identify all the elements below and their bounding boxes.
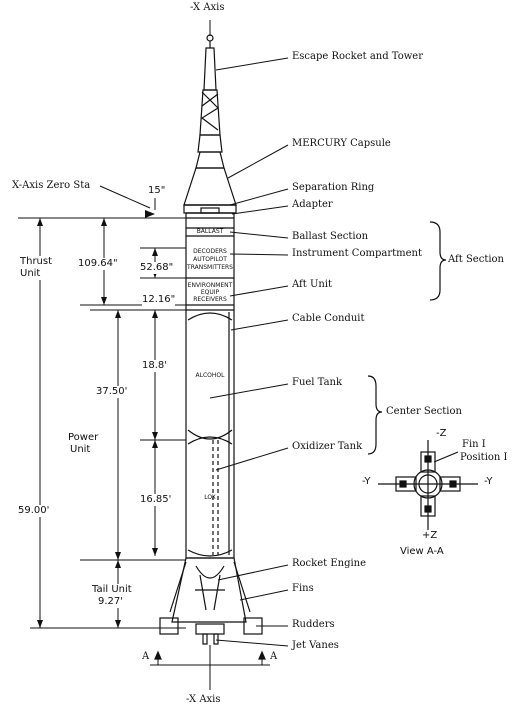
aft-unit-label: Aft Unit (292, 279, 333, 290)
dimension-lines (18, 185, 186, 629)
tail-section (159, 557, 263, 645)
section-a-left: A (142, 651, 150, 662)
power-unit-label-2: Unit (70, 444, 91, 456)
dim-59: 59.00' (18, 505, 50, 517)
dim-109: 109.64" (78, 258, 118, 270)
jet-vanes-label: Jet Vanes (292, 640, 339, 651)
tail-unit-label-1: Tail Unit (92, 584, 132, 596)
body-env-1: ENVIRONMENT (187, 282, 233, 289)
fins-label: Fins (292, 583, 314, 594)
center-section-label: Center Section (386, 406, 462, 417)
callout-leaders (209, 57, 289, 647)
capsule-label: MERCURY Capsule (292, 138, 391, 149)
power-unit-label-1: Power (68, 432, 99, 444)
escape-tower-label: Escape Rocket and Tower (292, 51, 423, 62)
view-neg-y-left: -Y (362, 476, 371, 487)
body-alcohol: ALCOHOL (195, 372, 225, 379)
body-ballast: BALLAST (196, 228, 224, 235)
adapter-label: Adapter (292, 199, 333, 210)
view-title: View A-A (400, 546, 444, 557)
body-lox: LOX (204, 494, 216, 501)
dim-37: 37.50' (96, 386, 128, 398)
aft-section-brace (429, 221, 447, 301)
dim-16: 16.85' (140, 494, 172, 506)
escape-tower (197, 34, 223, 153)
dim-52: 52.68" (140, 262, 174, 274)
separation-ring-label: Separation Ring (292, 182, 375, 193)
body-inst-1: DECODERS (193, 248, 227, 255)
center-section-brace (367, 375, 383, 455)
view-neg-y-right: -Y (484, 476, 493, 487)
aft-section-label: Aft Section (448, 254, 504, 265)
body-env-3: RECEIVERS (193, 296, 227, 303)
dim-12: 12.16" (142, 294, 176, 306)
section-a-right: A (270, 651, 278, 662)
view-a-a-drawing (378, 440, 478, 530)
ballast-label: Ballast Section (292, 231, 369, 242)
view-fin-label-1: Fin I (462, 439, 486, 450)
dim-18: 18.8' (142, 360, 168, 372)
view-fin-label-2: Position I (460, 452, 508, 463)
top-axis-label: -X Axis (190, 2, 225, 13)
dim-15: 15" (148, 185, 166, 196)
body-env-2: EQUIP (200, 289, 220, 296)
view-neg-z: -Z (436, 428, 447, 439)
fuel-label: Fuel Tank (292, 377, 343, 388)
cable-label: Cable Conduit (292, 313, 365, 324)
engine-label: Rocket Engine (292, 558, 367, 569)
body-inst-3: TRANSMITTERS (187, 264, 233, 271)
mercury-capsule (183, 151, 237, 214)
bottom-axis-label: -X Axis (186, 694, 221, 705)
instrument-label: Instrument Compartment (292, 248, 422, 259)
view-pos-z: +Z (422, 530, 438, 541)
rudders-label: Rudders (292, 619, 335, 630)
tail-unit-label-2: 9.27' (98, 596, 124, 608)
body-inst-2: AUTOPILOT (193, 256, 227, 263)
oxidizer-label: Oxidizer Tank (292, 441, 363, 452)
zero-station-label: X-Axis Zero Sta (12, 180, 91, 191)
thrust-unit-label: Thrust Unit (20, 256, 58, 280)
